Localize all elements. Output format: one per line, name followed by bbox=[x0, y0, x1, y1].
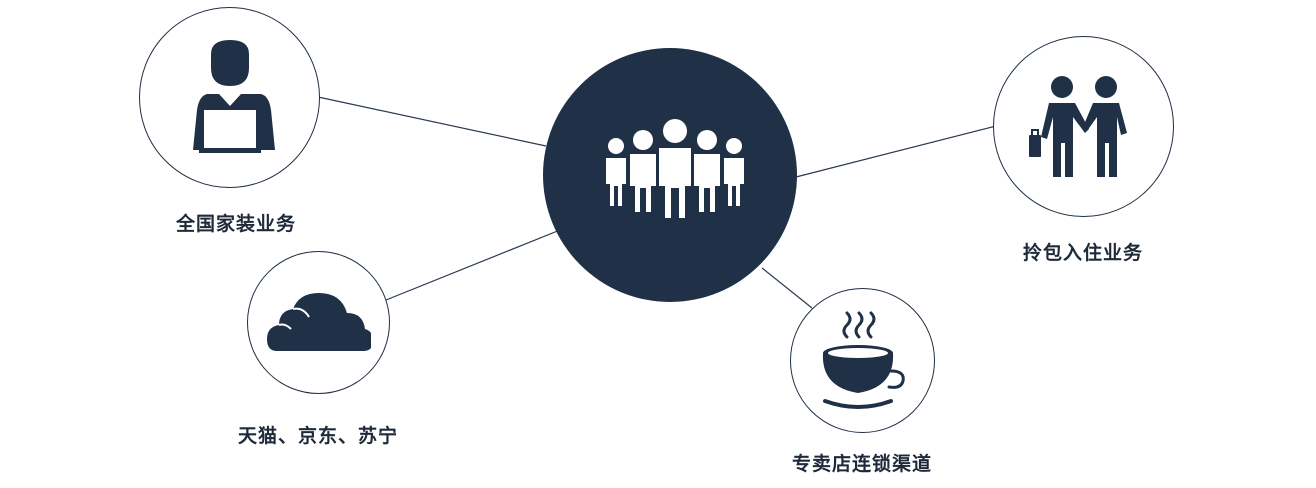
label-franchise: 专卖店连锁渠道 bbox=[791, 453, 933, 475]
center-node bbox=[543, 48, 797, 302]
connector-movein bbox=[795, 125, 997, 178]
node-movein bbox=[993, 36, 1174, 217]
node-national bbox=[139, 7, 320, 188]
connector-franchise bbox=[761, 267, 813, 309]
coffee-cup-icon bbox=[817, 311, 909, 411]
person-laptop-icon bbox=[185, 38, 275, 158]
cloud-icon bbox=[266, 291, 371, 355]
label-ecommerce: 天猫、京东、苏宁 bbox=[237, 425, 399, 447]
connector-ecommerce bbox=[385, 229, 561, 301]
node-ecommerce bbox=[247, 251, 390, 394]
label-national: 全国家装业务 bbox=[175, 213, 297, 235]
handshake-people-icon bbox=[1028, 75, 1139, 179]
connector-national bbox=[317, 96, 547, 147]
group-of-people-icon bbox=[590, 118, 750, 232]
node-franchise bbox=[790, 288, 935, 433]
label-movein: 拎包入住业务 bbox=[1022, 242, 1144, 264]
